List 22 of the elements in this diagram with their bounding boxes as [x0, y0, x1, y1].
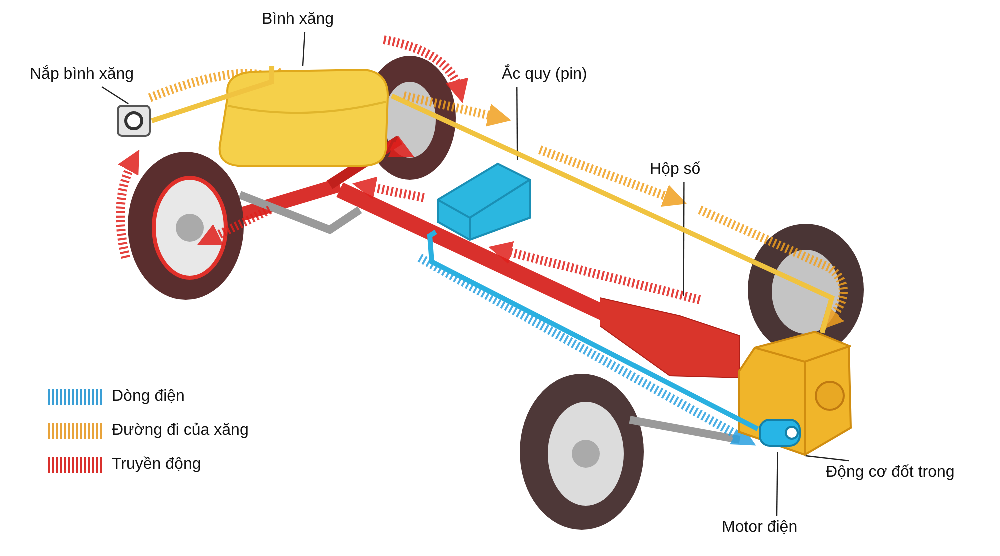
legend-label: Truyền động: [112, 455, 202, 475]
fuel-pipe: [151, 66, 275, 124]
part-label: Ắc quy (pin): [502, 63, 610, 87]
fuel-pipe: [390, 94, 835, 334]
leader-line: [516, 87, 518, 160]
part-label: Nắp bình xăng: [30, 63, 150, 87]
leader-line: [302, 32, 306, 66]
part-label: Động cơ đốt trong: [826, 461, 982, 485]
part-label: Bình xăng: [262, 8, 348, 32]
gearbox: [600, 296, 742, 380]
leader-line: [806, 455, 850, 462]
power-cable: [427, 230, 760, 432]
part-label: Hộp số: [650, 158, 710, 182]
legend-label: Đường đi của xăng: [112, 421, 249, 441]
fuel-cap: [116, 104, 152, 138]
part-label: Motor điện: [722, 516, 822, 540]
leader-line: [776, 452, 778, 516]
battery-pack: [436, 160, 532, 242]
legend-label: Dòng điện: [112, 387, 185, 407]
leader-line: [102, 86, 129, 104]
engine-block: [735, 328, 853, 456]
leader-line: [683, 182, 685, 296]
